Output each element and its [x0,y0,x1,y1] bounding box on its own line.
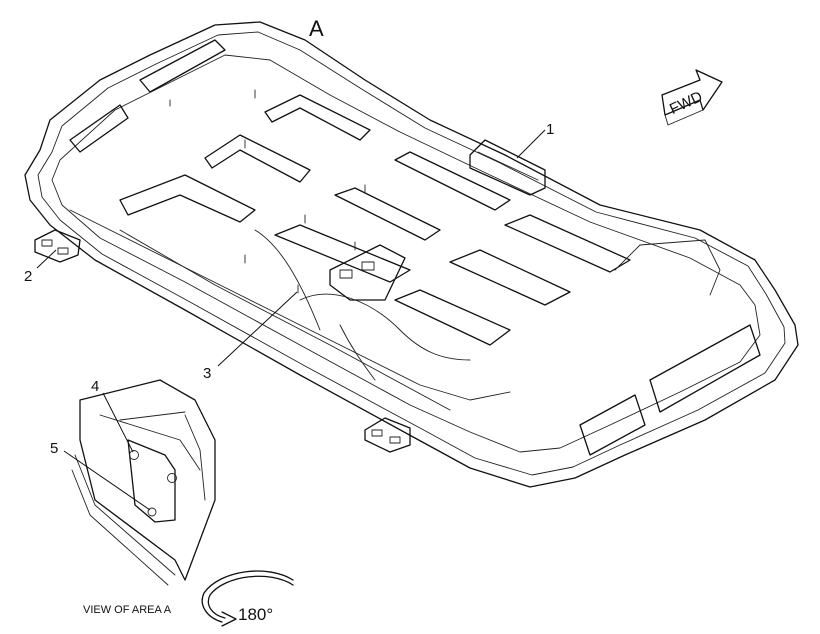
lower-clip [364,417,411,453]
detail-view-area-a [71,379,216,586]
tray-floor-ridge [119,229,451,411]
tray-slot [139,39,226,93]
tray-slot [119,174,256,223]
tray-outer-rim [24,21,799,488]
tray-center-bump [339,324,376,381]
fwd-label: FWD [667,88,705,118]
callout-2: 2 [24,268,32,285]
fwd-arrow: FWD [661,69,723,126]
tray-slot [394,289,511,346]
callout-3: 3 [203,365,211,382]
tray-right-edge [614,239,721,296]
tray-inner-lip [51,54,761,453]
tray-floor-ridge [69,209,511,401]
callout-4: 4 [91,378,99,395]
part-3-bracket [329,244,406,301]
tray-window [579,394,646,456]
tray-center-bump [299,293,471,361]
tray-slot [394,151,511,211]
callout-1: 1 [546,121,554,138]
part-2-clip [34,229,81,263]
leader-lines [36,129,546,511]
rotation-arrow [201,570,294,627]
part-1-bracket [469,139,546,196]
tray-window [649,324,761,413]
tray-slot [504,214,631,273]
tray-slot [69,104,129,153]
screw-marks [169,89,366,294]
tray-assembly [24,21,799,488]
rotation-label: 180° [238,605,273,624]
tray-center-bump [254,229,321,331]
view-label: VIEW OF AREA A [83,604,172,616]
tray-slot [274,224,411,283]
tray-slot [264,94,371,141]
tray-slot [204,134,311,183]
tray-outer-rim-inner [37,31,786,476]
tray-slot [449,249,571,306]
detail-panel [79,379,216,581]
tray-slot [334,187,441,241]
callout-5: 5 [50,440,58,457]
area-letter: A [309,16,324,41]
